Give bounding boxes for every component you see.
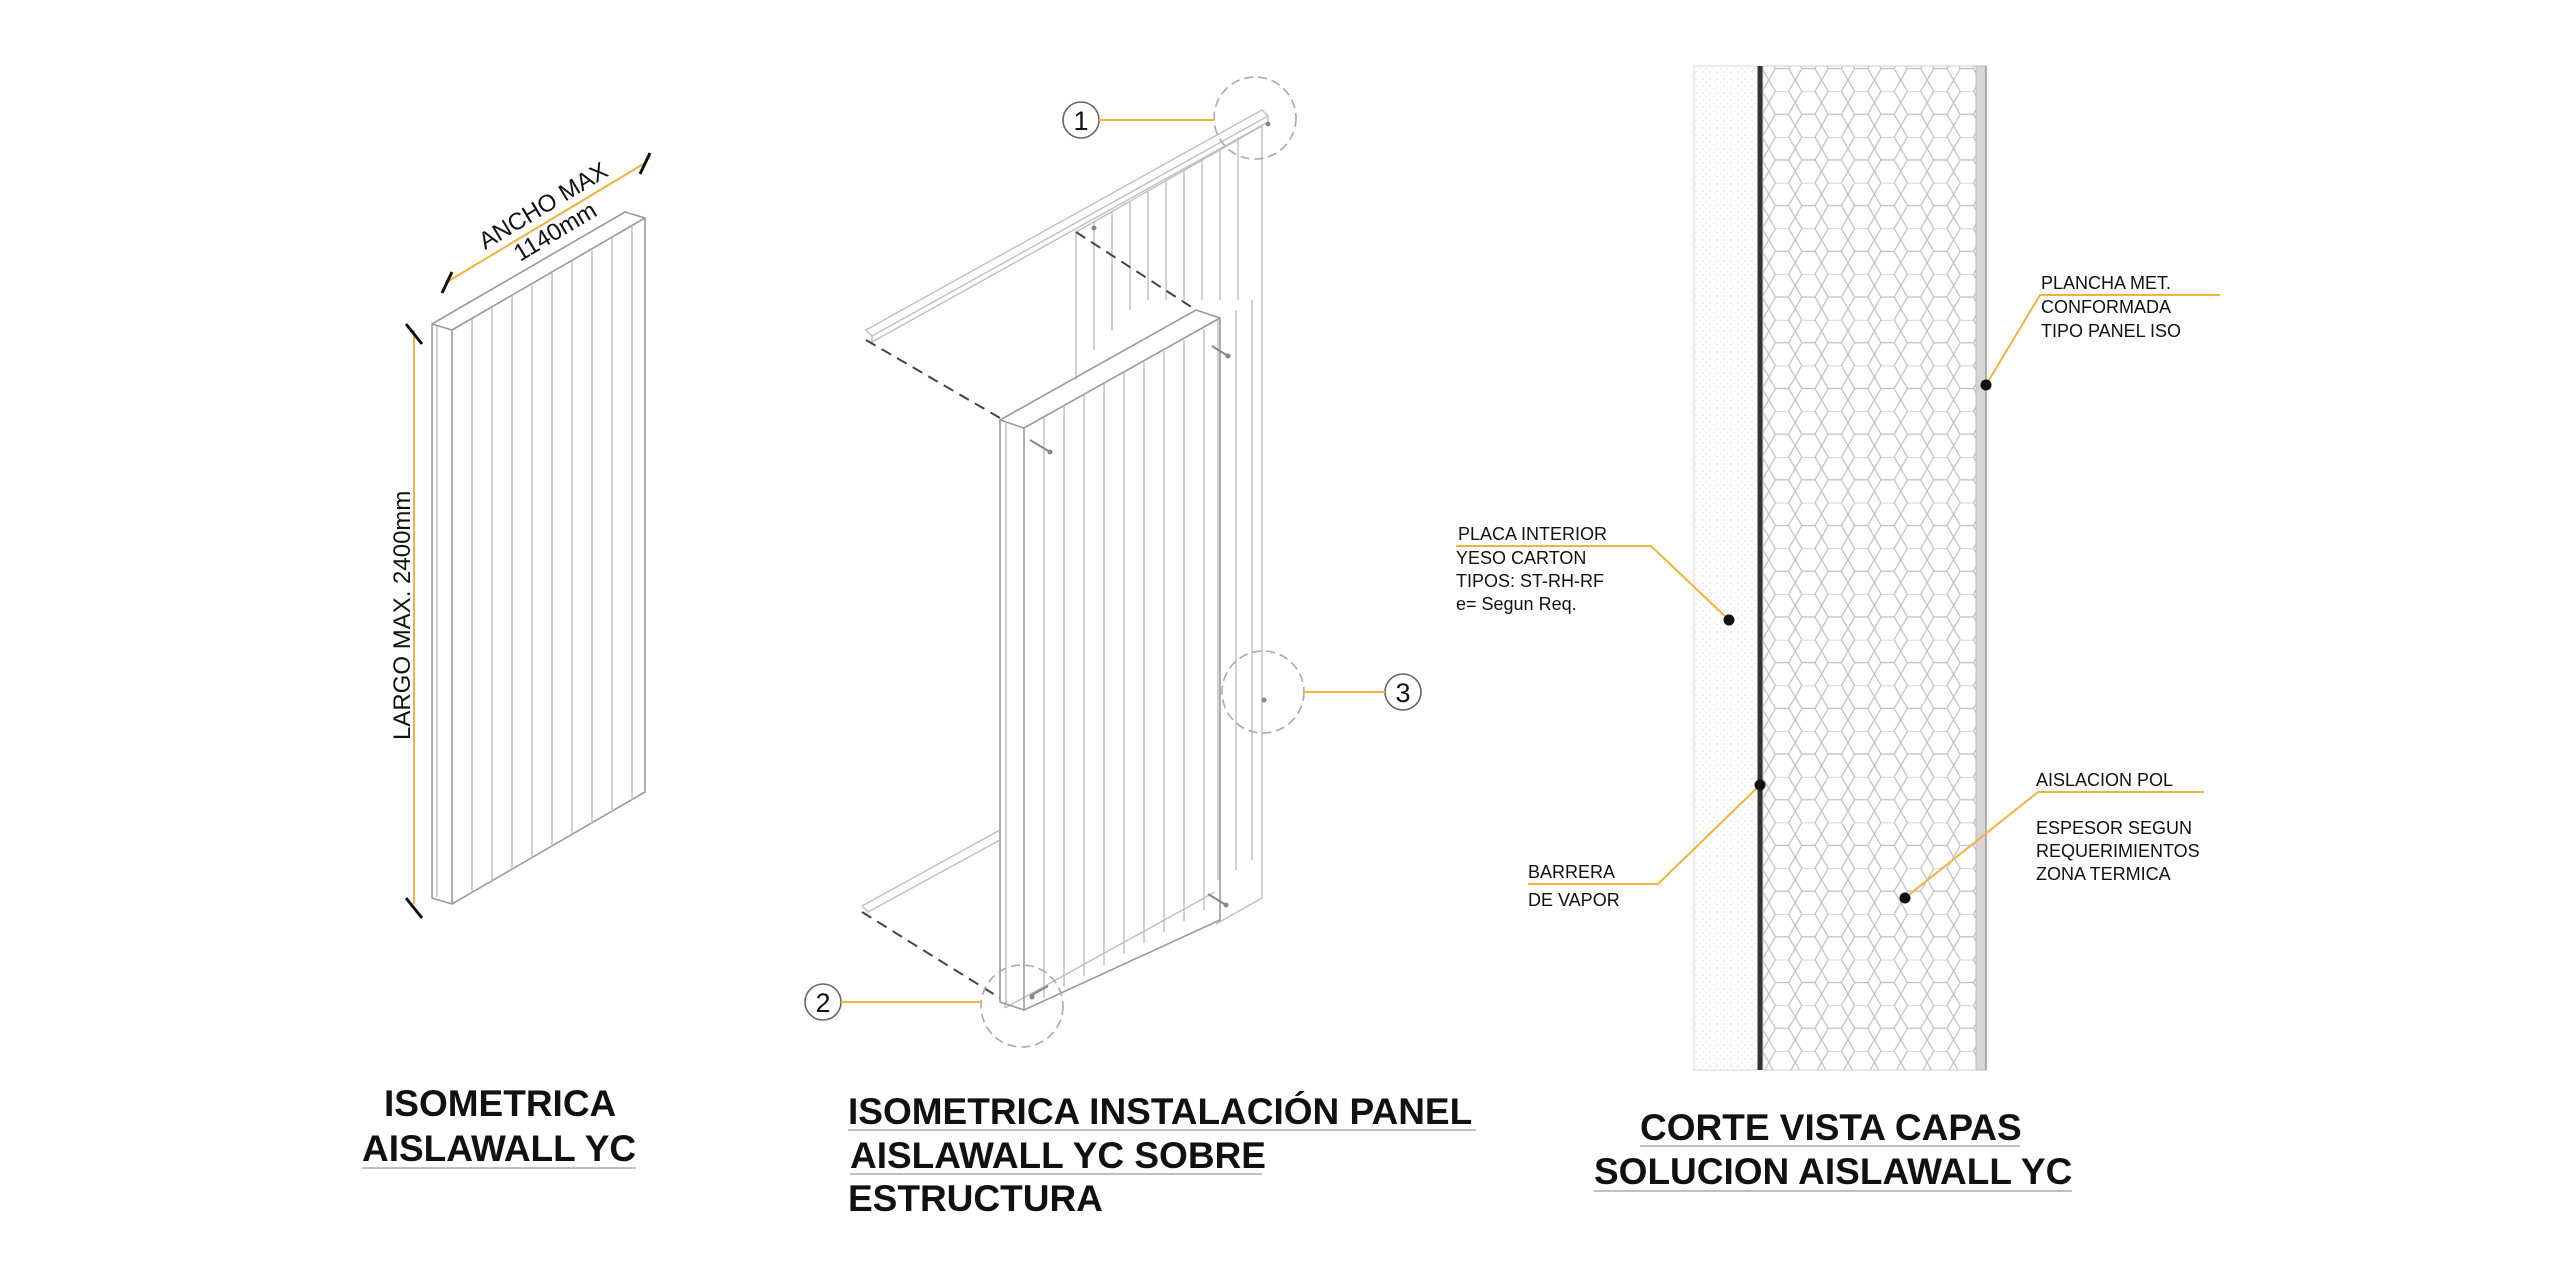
svg-text:ZONA TERMICA: ZONA TERMICA	[2036, 864, 2171, 884]
panel-edges	[431, 217, 646, 904]
svg-text:BARRERA: BARRERA	[1528, 862, 1615, 882]
svg-text:PLACA INTERIOR: PLACA INTERIOR	[1458, 524, 1607, 544]
section-view: PLANCHA MET. CONFORMADA TIPO PANEL ISO P…	[1456, 65, 2220, 1192]
callout-1-number: 1	[1073, 106, 1088, 136]
panel-ribs	[471, 226, 633, 893]
svg-text:DE VAPOR: DE VAPOR	[1528, 890, 1620, 910]
detail-circle-3	[1221, 650, 1305, 734]
section-title-line2: SOLUCION AISLAWALL YC	[1594, 1151, 2072, 1192]
front-panel-ribs	[1043, 329, 1205, 998]
install-title-line2: AISLAWALL YC SOBRE	[850, 1135, 1266, 1176]
panel-outline	[431, 211, 646, 905]
metal-sheet-layer	[1975, 65, 1987, 1071]
insulation-layer	[1762, 65, 1977, 1071]
back-panel-ribs	[1093, 140, 1253, 880]
svg-text:YESO CARTON: YESO CARTON	[1456, 548, 1586, 568]
svg-text:TIPOS: ST-RH-RF: TIPOS: ST-RH-RF	[1456, 571, 1604, 591]
iso-panel-view: ANCHO MAX 1140mm LARGO MAX. 2400mm ISOME…	[362, 152, 652, 1169]
iso-panel-title-line2: AISLAWALL YC	[362, 1128, 636, 1169]
install-title-line1: ISOMETRICA INSTALACIÓN PANEL	[848, 1090, 1472, 1132]
svg-text:PLANCHA MET.: PLANCHA MET.	[2041, 273, 2171, 293]
iso-install-view: 1 3 2 ISOMETRICA INSTALACIÓN PANEL AISLA…	[804, 76, 1476, 1219]
label-aislacion: AISLACION POL ESPESOR SEGUN REQUERIMIENT…	[1899, 770, 2204, 904]
gypsum-board-layer	[1693, 65, 1761, 1071]
callout-1: 1	[1062, 101, 1214, 139]
svg-text:CONFORMADA: CONFORMADA	[2041, 297, 2171, 317]
dim-height: LARGO MAX. 2400mm	[389, 491, 416, 740]
callout-3-number: 3	[1395, 678, 1410, 708]
screws	[1029, 121, 1271, 1000]
svg-text:TIPO PANEL ISO: TIPO PANEL ISO	[2041, 321, 2181, 341]
detail-circle-2	[980, 964, 1064, 1048]
callout-2: 2	[804, 983, 981, 1021]
label-barrera: BARRERA DE VAPOR	[1528, 779, 1766, 910]
svg-text:ESPESOR SEGUN: ESPESOR SEGUN	[2036, 818, 2192, 838]
label-plancha: PLANCHA MET. CONFORMADA TIPO PANEL ISO	[1980, 273, 2220, 391]
section-title-line1: CORTE VISTA CAPAS	[1640, 1107, 2022, 1148]
svg-text:REQUERIMIENTOS: REQUERIMIENTOS	[2036, 841, 2200, 861]
detail-circle-1	[1213, 76, 1297, 160]
callout-2-number: 2	[815, 988, 830, 1018]
iso-panel-title-line1: ISOMETRICA	[384, 1083, 616, 1124]
height-dimension: LARGO MAX. 2400mm	[389, 323, 424, 919]
width-dimension: ANCHO MAX 1140mm	[440, 152, 652, 294]
callout-3: 3	[1304, 673, 1422, 711]
svg-text:AISLACION POL: AISLACION POL	[2036, 770, 2173, 790]
front-panel-outline	[999, 309, 1221, 1011]
label-placa: PLACA INTERIOR YESO CARTON TIPOS: ST-RH-…	[1456, 524, 1735, 626]
install-title-line3: ESTRUCTURA	[848, 1178, 1103, 1219]
svg-text:e= Segun Req.: e= Segun Req.	[1456, 594, 1577, 614]
